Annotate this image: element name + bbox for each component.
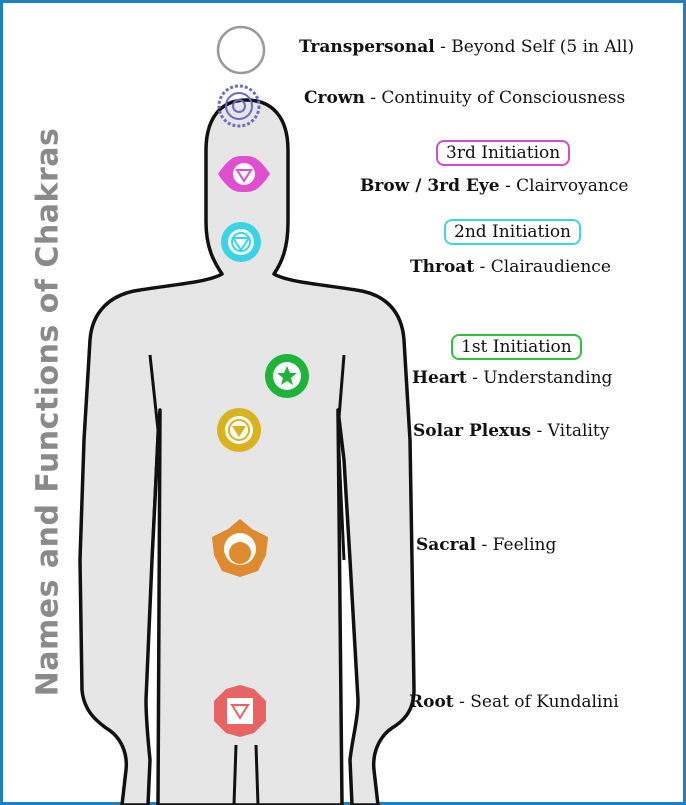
label-sacral: Sacral - Feeling	[416, 535, 556, 555]
label-heart: Heart - Understanding	[412, 368, 612, 388]
initiation-2nd: 2nd Initiation	[444, 219, 581, 245]
initiation-1st: 1st Initiation	[451, 334, 582, 360]
label-solar-plexus: Solar Plexus - Vitality	[413, 421, 609, 441]
label-root: Root - Seat of Kundalini	[409, 692, 619, 712]
throat-chakra-icon	[221, 222, 261, 262]
label-throat: Throat - Clairaudience	[410, 257, 611, 277]
transpersonal-chakra-icon	[218, 27, 264, 73]
heart-chakra-icon	[265, 354, 309, 398]
label-brow: Brow / 3rd Eye - Clairvoyance	[360, 176, 628, 196]
initiation-3rd: 3rd Initiation	[436, 140, 570, 166]
label-crown: Crown - Continuity of Consciousness	[304, 88, 625, 108]
solar-plexus-chakra-icon	[217, 408, 261, 452]
label-transpersonal: Transpersonal - Beyond Self (5 in All)	[299, 37, 634, 57]
